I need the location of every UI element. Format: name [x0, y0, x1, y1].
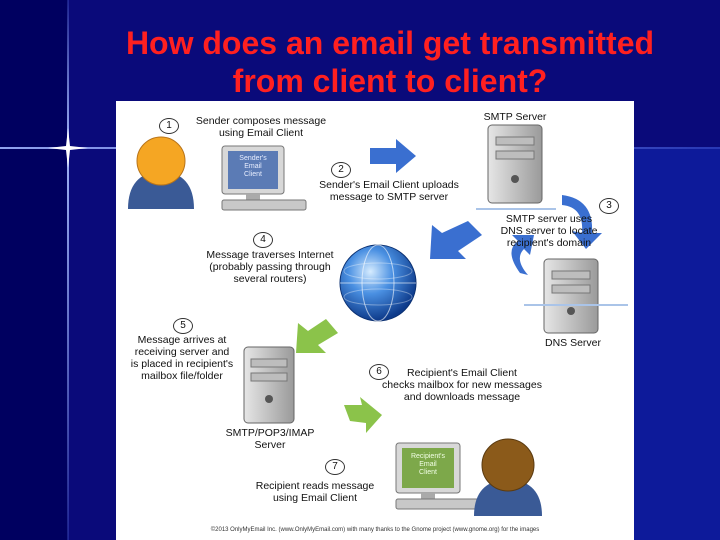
decorative-vertical-line: [67, 0, 69, 540]
step-2-number: 2: [331, 162, 351, 178]
diagram-graphics: [128, 124, 628, 516]
dns-server-label: DNS Server: [544, 337, 601, 349]
step-3-number: 3: [599, 198, 619, 214]
arrow-dns-response-icon: [511, 235, 534, 275]
step-4-number: 4: [253, 232, 273, 248]
recipient-person-icon: [474, 438, 542, 516]
internet-globe-icon: [339, 244, 417, 322]
image-credit: ©2013 OnlyMyEmail Inc. (www.OnlyMyEmail.…: [210, 527, 540, 533]
smtp-server-icon: [476, 124, 556, 210]
background-band-right: [634, 147, 720, 540]
step-1-number: 1: [159, 118, 179, 134]
smtp-server-label: SMTP Server: [483, 111, 547, 123]
step-7-number: 7: [325, 459, 345, 475]
slide-title: How does an email get transmitted from c…: [80, 24, 700, 100]
step-4-label: Message traverses Internet(probably pass…: [206, 249, 334, 285]
receiving-server-icon: [243, 346, 295, 424]
arrow-dns-lookup-icon: [562, 195, 602, 249]
sender-person-icon: [128, 136, 194, 209]
step-6-number: 6: [369, 364, 389, 380]
dns-server-icon: [524, 258, 628, 334]
sender-computer-icon: [221, 145, 307, 211]
arrow-upload-icon: [370, 139, 416, 173]
arrow-to-recipient-icon: [344, 397, 382, 433]
background-band-left: [0, 0, 68, 540]
recipient-computer-icon: [395, 442, 483, 510]
step-5-number: 5: [173, 318, 193, 334]
title-line-2: from client to client?: [232, 63, 548, 99]
title-line-1: How does an email get transmitted: [125, 25, 655, 61]
sparkle-icon: [48, 128, 88, 168]
arrow-to-receiving-server-icon: [296, 319, 338, 353]
arrow-to-internet-icon: [430, 221, 482, 259]
